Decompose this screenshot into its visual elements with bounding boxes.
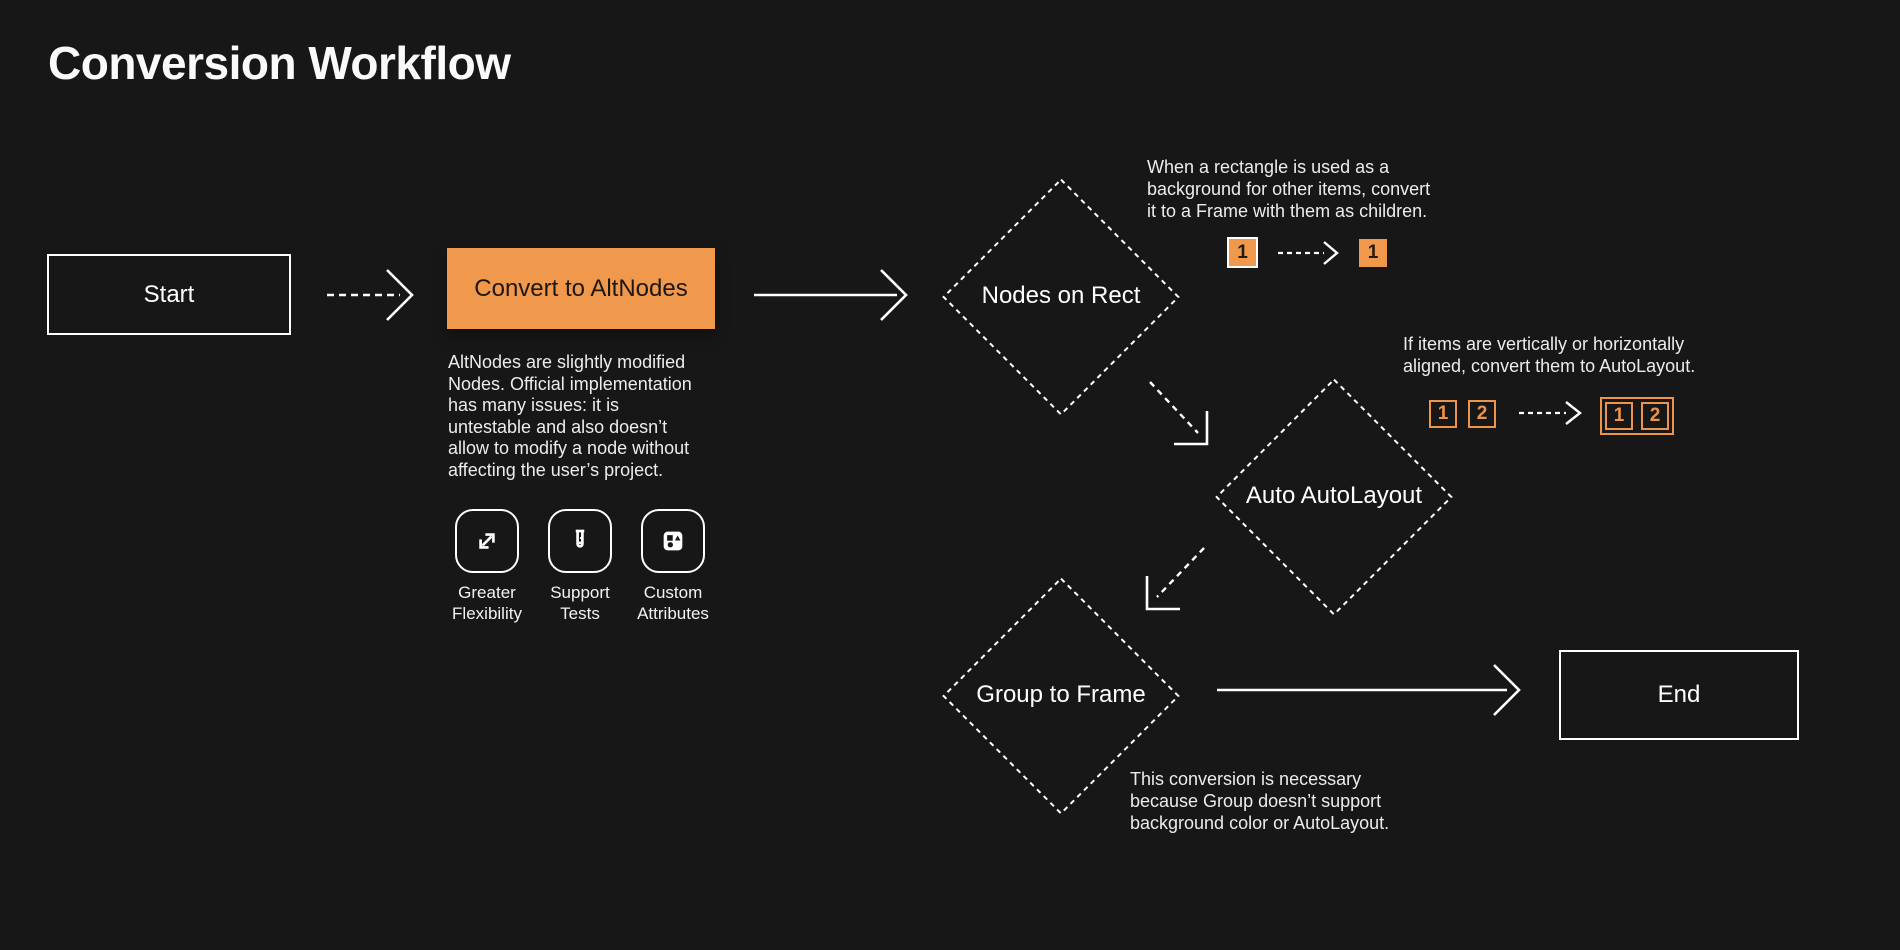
autolayout-note-before-box-1: 1: [1429, 400, 1457, 428]
altnodes-features: Greater Flexibility Support Tests Custom…: [427, 509, 787, 624]
arrow-rect-note-before-after: [1278, 241, 1339, 265]
feature-greater-flexibility: Greater Flexibility: [427, 509, 547, 624]
arrow-convert-to-nodes-on-rect: [754, 269, 908, 321]
altnodes-description: AltNodes are slightly modified Nodes. Of…: [448, 352, 692, 480]
feature-label: Custom Attributes: [637, 583, 709, 623]
nodes-on-rect-label: Nodes on Rect: [981, 282, 1141, 309]
expand-icon: [455, 509, 519, 573]
rect-note-before-box: 1: [1227, 237, 1258, 268]
arrow-start-to-convert: [327, 269, 414, 321]
end-node-label: End: [1657, 681, 1701, 708]
auto-autolayout-label: Auto AutoLayout: [1245, 482, 1423, 509]
autolayout-note-after-box-1: 1: [1605, 402, 1633, 430]
arrow-auto-autolayout-to-group-to-frame: [1145, 547, 1205, 611]
autolayout-note-after-box-2: 2: [1641, 402, 1669, 430]
autolayout-note-before-value-1: 1: [1437, 403, 1449, 424]
autolayout-note-before-value-2: 2: [1476, 403, 1488, 424]
arrow-group-to-frame-to-end: [1217, 664, 1521, 716]
rect-note-after-box: 1: [1359, 239, 1387, 267]
arrow-autolayout-note-before-after: [1519, 401, 1582, 425]
autolayout-note-after-group: 1 2: [1600, 397, 1674, 435]
group-note-text: This conversion is necessary because Gro…: [1130, 769, 1390, 833]
shapes-icon: [641, 509, 705, 573]
autolayout-note-after-value-1: 1: [1613, 405, 1625, 426]
autolayout-note-after-value-2: 2: [1649, 405, 1661, 426]
feature-custom-attributes: Custom Attributes: [613, 509, 733, 624]
rect-note-before-value: 1: [1237, 241, 1248, 263]
feature-label: Greater Flexibility: [452, 583, 522, 623]
rect-note-text: When a rectangle is used as a background…: [1147, 157, 1431, 221]
autolayout-note-before-box-2: 2: [1468, 400, 1496, 428]
autolayout-note-text: If items are vertically or horizontally …: [1403, 334, 1696, 376]
convert-to-altnodes-node: Convert to AltNodes: [447, 248, 715, 329]
end-node: End: [1559, 650, 1799, 740]
feature-support-tests: Support Tests: [520, 509, 640, 624]
page-title: Conversion Workflow: [48, 37, 511, 89]
feature-label: Support Tests: [550, 583, 610, 623]
arrow-nodes-on-rect-to-auto-autolayout: [1149, 381, 1209, 446]
rect-note-after-value: 1: [1367, 242, 1379, 263]
test-tube-icon: [548, 509, 612, 573]
start-node-label: Start: [143, 280, 195, 308]
start-node: Start: [47, 254, 291, 335]
convert-to-altnodes-label: Convert to AltNodes: [474, 274, 688, 302]
group-to-frame-label: Group to Frame: [976, 681, 1146, 708]
